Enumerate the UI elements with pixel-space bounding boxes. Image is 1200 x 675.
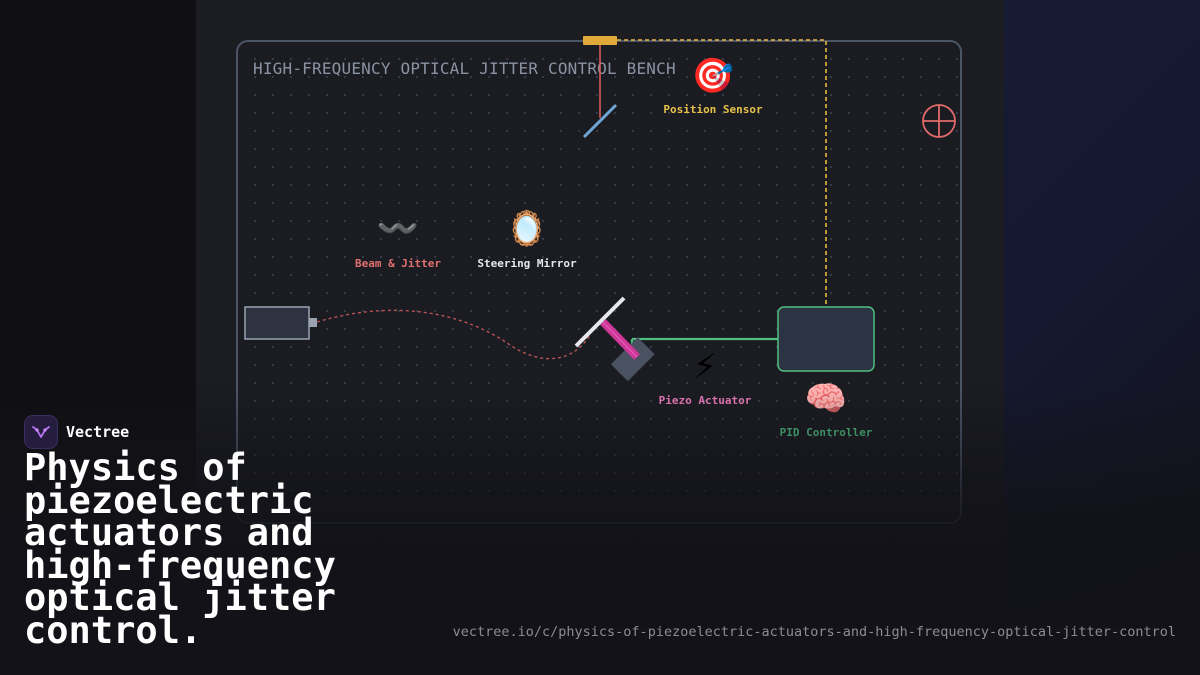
- brand: Vectree: [24, 415, 129, 449]
- sensor-feedback-link: [617, 39, 827, 306]
- brand-name: Vectree: [66, 423, 130, 441]
- bench-title: HIGH-FREQUENCY OPTICAL JITTER CONTROL BE…: [253, 59, 676, 78]
- beam-jitter-label: Beam & Jitter: [354, 257, 442, 270]
- vectree-logo-icon: [24, 415, 58, 449]
- laser-source: [244, 306, 310, 340]
- laser-aperture: [309, 318, 317, 327]
- piezo-actuator-label: Piezo Actuator: [658, 394, 752, 407]
- page-headline: Physics of piezoelectric actuators and h…: [24, 446, 336, 652]
- piezo-mount: [610, 337, 655, 382]
- target-icon: 🎯: [691, 56, 735, 96]
- lightning-icon: ⚡: [693, 347, 717, 387]
- brain-icon: 🧠: [804, 379, 848, 419]
- pickoff-mirror: [582, 103, 618, 139]
- position-sensor-detector: [583, 36, 617, 45]
- steering-mirror-label: Steering Mirror: [477, 257, 577, 270]
- pid-controller-label: PID Controller: [779, 426, 873, 439]
- jitter-beam-path: [316, 309, 591, 360]
- position-sensor-label: Position Sensor: [663, 103, 763, 116]
- pid-controller-box: [777, 306, 875, 372]
- crosshair-icon: [922, 104, 956, 138]
- page-url[interactable]: vectree.io/c/physics-of-piezoelectric-ac…: [452, 624, 1176, 640]
- wave-icon: 〰️: [376, 209, 420, 249]
- mirror-icon: 🪞: [505, 209, 549, 249]
- steering-mirror-surface: [574, 296, 626, 348]
